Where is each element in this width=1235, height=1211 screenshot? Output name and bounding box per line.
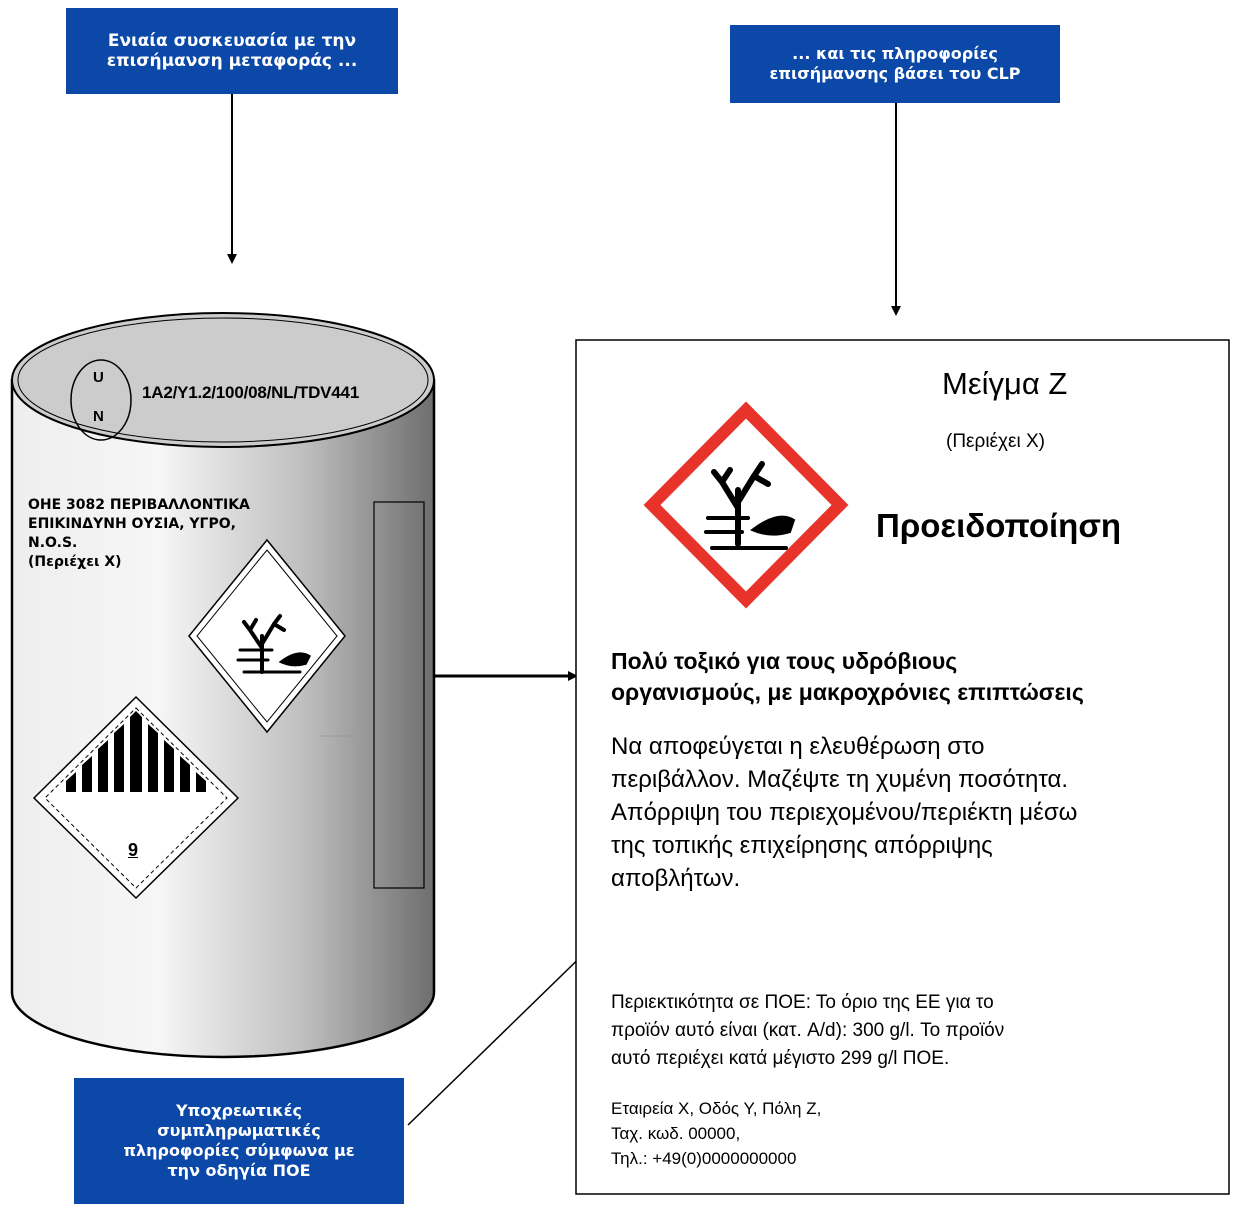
supplier-line: Τηλ.: +49(0)0000000000: [611, 1149, 797, 1168]
transport-environment-diamond: [188, 538, 346, 734]
ghs-environment-pictogram: [643, 401, 849, 609]
voc-line: Περιεκτικότητα σε ΠΟΕ: Το όριο της ΕΕ γι…: [611, 992, 994, 1013]
shipping-name-line: ΕΠΙΚΙΝΔΥΝΗ ΟΥΣΙΑ, ΥΓΡΟ,: [28, 516, 236, 532]
voc-line: αυτό περιέχει κατά μέγιστο 299 g/l ΠΟΕ.: [611, 1048, 950, 1069]
signal-word: Προειδοποίηση: [876, 507, 1122, 544]
environment-hazard-icon: [704, 461, 796, 550]
un-circle: [70, 359, 132, 441]
drum-top: [11, 312, 435, 448]
precaution-line: αποβλήτων.: [611, 865, 741, 892]
drum-seam: [373, 501, 425, 889]
supplier-line: Εταιρεία Χ, Οδός Υ, Πόλη Ζ,: [611, 1099, 822, 1118]
shipping-name: ΟΗΕ 3082 ΠΕΡΙΒΑΛΛΟΝΤΙΚΑ ΕΠΙΚΙΝΔΥΝΗ ΟΥΣΙΑ…: [28, 496, 358, 572]
shipping-name-line: N.O.S.: [28, 535, 78, 551]
callout-line: συμπληρωματικές: [157, 1121, 321, 1140]
un-mark-n: N: [93, 408, 104, 425]
hazard-statement-line: οργανισμούς, με μακροχρόνιες επιπτώσεις: [611, 679, 1084, 705]
callout-line: επισήμανση μεταφοράς ...: [106, 51, 358, 71]
drum-body: [10, 378, 436, 1059]
precautionary-statements: Να αποφεύγεται η ελευθέρωση στο περιβάλλ…: [611, 730, 1211, 895]
hazard-statement: Πολύ τοξικό για τους υδρόβιους οργανισμο…: [611, 646, 1211, 708]
precaution-line: Απόρριψη του περιεχομένου/περιέκτη μέσω: [611, 799, 1078, 826]
un-packaging-code: 1A2/Y1.2/100/08/NL/TDV441: [142, 383, 360, 402]
callout-line: πληροφορίες σύμφωνα με: [123, 1141, 355, 1160]
drum: [10, 312, 436, 1059]
un-mark-u: U: [93, 369, 104, 386]
drum-rim: [17, 317, 429, 443]
callout-line: Υποχρεωτικές: [175, 1101, 303, 1120]
callout-line: την οδηγία ΠΟΕ: [167, 1161, 311, 1180]
hazard-statement-line: Πολύ τοξικό για τους υδρόβιους: [611, 648, 958, 674]
product-name: Μείγμα Ζ: [942, 366, 1068, 401]
arrow-voc-callout: [407, 938, 600, 1126]
precaution-line: περιβάλλον. Μαζέψτε τη χυμένη ποσότητα.: [611, 766, 1069, 793]
class-9-placard: [32, 695, 240, 900]
class-9-hazard-icon: [66, 711, 206, 792]
class-number: 9: [128, 840, 139, 860]
contains-note: (Περιέχει Χ): [946, 431, 1045, 452]
callout-line: επισήμανσης βάσει του CLP: [769, 64, 1021, 83]
callout-clp-info: ... και τις πληροφορίες επισήμανσης βάσε…: [730, 25, 1060, 103]
shipping-name-line: ΟΗΕ 3082 ΠΕΡΙΒΑΛΛΟΝΤΙΚΑ: [28, 497, 250, 513]
shipping-name-line: (Περιέχει Χ): [28, 554, 122, 570]
precaution-line: της τοπικής επιχείρησης απόρριψης: [611, 832, 993, 859]
callout-transport-packaging: Ενιαία συσκευασία με την επισήμανση μετα…: [66, 8, 398, 94]
supplier-details: Εταιρεία Χ, Οδός Υ, Πόλη Ζ, Ταχ. κωδ. 00…: [611, 1096, 1211, 1171]
precaution-line: Να αποφεύγεται η ελευθέρωση στο: [611, 733, 985, 760]
clp-label: [575, 339, 1230, 1195]
callout-line: Ενιαία συσκευασία με την: [107, 31, 357, 51]
voc-content: Περιεκτικότητα σε ΠΟΕ: Το όριο της ΕΕ γι…: [611, 989, 1211, 1073]
callout-line: ... και τις πληροφορίες: [792, 44, 998, 63]
supplier-line: Ταχ. κωδ. 00000,: [611, 1124, 741, 1143]
voc-line: προϊόν αυτό είναι (κατ. A/d): 300 g/l. Τ…: [611, 1020, 1005, 1041]
environment-hazard-icon: [236, 614, 311, 674]
callout-voc-directive: Υποχρεωτικές συμπληρωματικές πληροφορίες…: [74, 1078, 404, 1204]
